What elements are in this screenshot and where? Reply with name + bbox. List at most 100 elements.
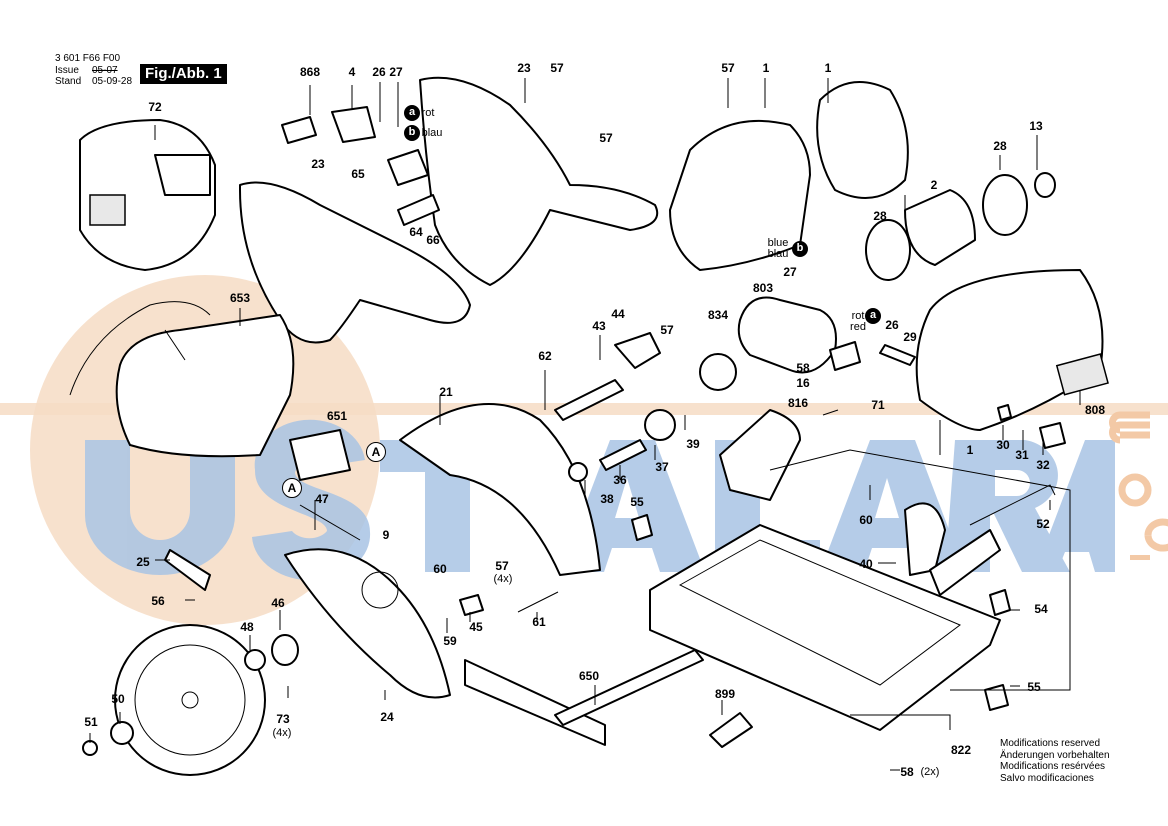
part-label: 38 [600, 492, 614, 506]
switch-cover-44-drawing [614, 332, 661, 369]
part-label: 653 [229, 291, 251, 305]
figure-label: Fig./Abb. 1 [140, 64, 227, 84]
part-label: 71 [871, 398, 885, 412]
part-label: 36 [613, 473, 627, 487]
bearing-cover-28-drawing [865, 219, 911, 281]
part-label: 40 [859, 557, 873, 571]
part-label: 55 [1027, 680, 1041, 694]
part-label: 27 [783, 265, 797, 279]
part-label: 56 [151, 594, 165, 608]
bearing-cover-drawing [982, 174, 1028, 236]
part-label: 32 [1036, 458, 1050, 472]
part-label: 59 [443, 634, 457, 648]
reference-marker-a-guard: A [366, 442, 386, 462]
clip-54-drawing [989, 589, 1011, 616]
part-label: 48 [240, 620, 254, 634]
clamp-lever-25-drawing [164, 549, 211, 591]
part-label: 62 [538, 349, 552, 363]
battery-pack-drawing [79, 119, 216, 271]
base-plate-drawing [649, 524, 1001, 731]
wire-marker-b2-label-de: blau [767, 248, 789, 260]
part-label: 24 [380, 710, 394, 724]
part-label: 66 [426, 233, 440, 247]
wire-marker-b2-badge: b [792, 241, 808, 257]
armature-drawing [737, 296, 837, 374]
bearing-38-drawing [568, 462, 588, 482]
part-label: 899 [714, 687, 736, 701]
part-label: 31 [1015, 448, 1029, 462]
part-label: 23 [311, 157, 325, 171]
part-label: 73 [276, 712, 290, 726]
gear-37-drawing [644, 409, 676, 441]
flange-48-drawing [244, 649, 266, 671]
stand-label: Stand [55, 76, 82, 87]
part-label: 816 [787, 396, 809, 410]
ruler-drawing [554, 649, 704, 726]
modification-notes: Modifications reserved Änderungen vorbeh… [1000, 738, 1110, 784]
part-label: 57 [660, 323, 674, 337]
wire-marker-b2-label-en: blue [767, 237, 789, 249]
part-label: 47 [315, 492, 329, 506]
part-label: 26 [372, 65, 386, 79]
screw-47-drawing [299, 504, 361, 541]
motor-cap-drawing [816, 81, 909, 199]
part-label: 57 [599, 131, 613, 145]
note-fr: Modifications resérvées [1000, 761, 1106, 772]
note-es: Salvo modificaciones [1000, 772, 1094, 784]
field-coil-drawing [904, 189, 976, 266]
bracket-29-drawing [879, 344, 916, 366]
part-30-drawing [997, 404, 1012, 421]
part-qty: (2x) [920, 766, 940, 778]
part-label: 60 [859, 513, 873, 527]
part-label: 16 [796, 376, 810, 390]
part-label: 52 [1036, 517, 1050, 531]
part-label: 27 [389, 65, 403, 79]
switch-lever-65-drawing [387, 149, 429, 186]
part-label: 834 [707, 308, 729, 322]
allen-key-52-drawing [969, 484, 1056, 526]
part-qty: (4x) [493, 573, 513, 585]
part-label: 45 [469, 620, 483, 634]
shaft-43-drawing [554, 379, 624, 421]
motor-body-drawing [915, 269, 1104, 431]
part-label: 37 [655, 460, 669, 474]
wire-marker-b-badge: b [404, 125, 420, 141]
part-label: 808 [1084, 403, 1106, 417]
part-number: 3 601 F66 F00 [55, 53, 121, 64]
battery-lock-651-drawing [289, 429, 351, 481]
lever-54-drawing [929, 529, 1001, 596]
part-label: 868 [299, 65, 321, 79]
part-label: 72 [148, 100, 162, 114]
part-label: 1 [824, 61, 832, 75]
part-label: 30 [996, 438, 1010, 452]
part-label: 29 [903, 330, 917, 344]
part-label: 651 [326, 409, 348, 423]
ring-46-drawing [271, 634, 299, 666]
part-qty: (4x) [272, 727, 292, 739]
parallel-guide-drawing [464, 659, 606, 746]
clip-55-drawing [631, 514, 653, 541]
part-label: 803 [752, 281, 774, 295]
part-label: 65 [351, 167, 365, 181]
charger-drawing [115, 314, 295, 458]
part-label: 44 [611, 307, 625, 321]
part-label: 1 [966, 443, 974, 457]
part-label: 60 [433, 562, 447, 576]
issue-value: 05-07 [92, 65, 118, 76]
wire-marker-a-label: rot [421, 107, 435, 119]
part-label: 9 [382, 528, 390, 542]
bracket-40-drawing [904, 502, 946, 576]
part-label: 55 [630, 495, 644, 509]
part-label: 43 [592, 319, 606, 333]
bearing-plate-834-drawing [699, 353, 737, 391]
part-label: 13 [1029, 119, 1043, 133]
part-label: 1 [762, 61, 770, 75]
part-label: 58 [900, 765, 914, 779]
brush-holder-16-drawing [829, 341, 861, 371]
part-label: 28 [993, 139, 1007, 153]
screw-51-drawing [82, 740, 98, 756]
bevel-bracket-drawing [719, 409, 801, 501]
part-label: 61 [532, 615, 546, 629]
part-label: 25 [136, 555, 150, 569]
